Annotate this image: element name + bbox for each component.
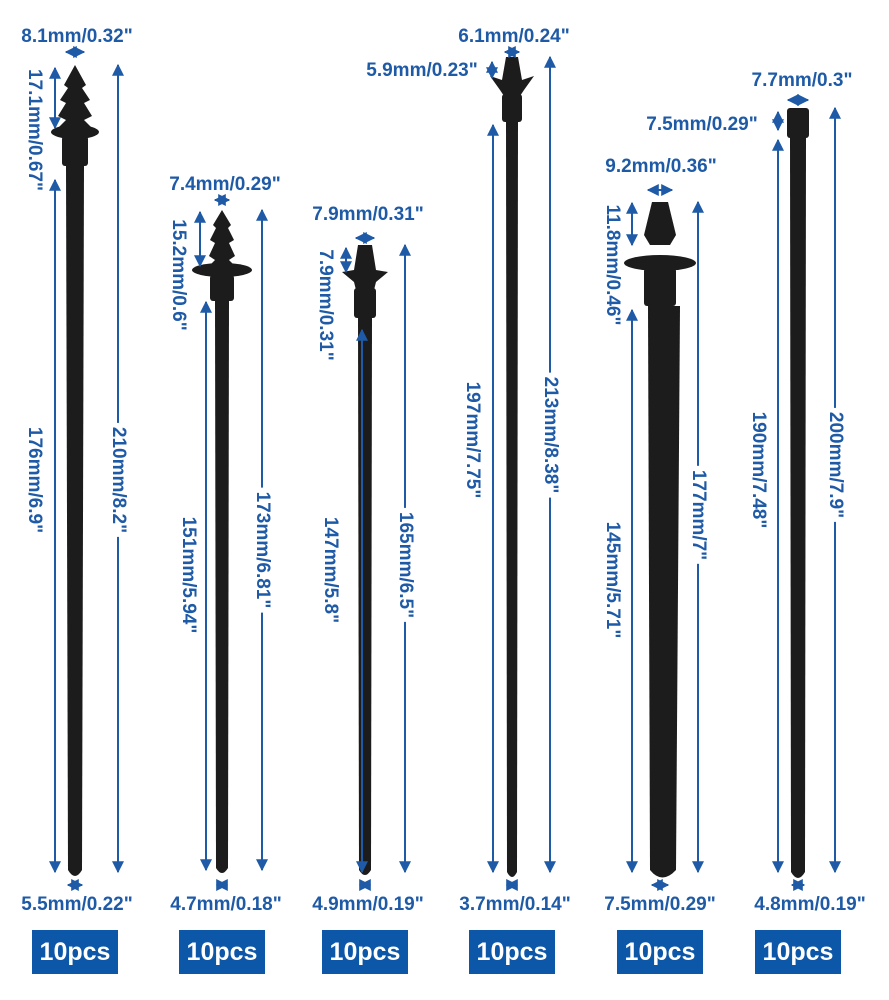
head-width-label: 6.1mm/0.24"	[458, 26, 570, 47]
head-height-label: 11.8mm/0.46"	[601, 200, 623, 330]
strap-length-label: 176mm/6.9"	[23, 422, 45, 538]
head-height-label: 15.2mm/0.6"	[167, 215, 189, 335]
strap-length-label: 190mm/7.48"	[747, 407, 769, 533]
cable-tie-2	[192, 210, 252, 873]
tail-width-label: 4.8mm/0.19"	[754, 894, 866, 915]
head-width-label: 8.1mm/0.32"	[21, 26, 133, 47]
tail-width-label: 3.7mm/0.14"	[459, 894, 571, 915]
strap-length-label: 145mm/5.71"	[601, 517, 623, 643]
tail-width-label: 4.9mm/0.19"	[312, 894, 424, 915]
quantity-badge: 10pcs	[755, 930, 841, 974]
cable-tie-5	[624, 202, 696, 878]
strap-length-label: 151mm/5.94"	[177, 512, 199, 638]
quantity-badge: 10pcs	[469, 930, 555, 974]
head-width-label: 7.9mm/0.31"	[312, 204, 424, 225]
strap-length-label: 197mm/7.75"	[461, 377, 483, 503]
total-length-label: 213mm/8.38"	[539, 372, 561, 498]
head-width-label: 7.4mm/0.29"	[169, 174, 281, 195]
total-length-label: 210mm/8.2"	[107, 422, 129, 538]
tail-width-label: 7.5mm/0.29"	[604, 894, 716, 915]
head-height-label: 17.1mm/0.67"	[23, 64, 45, 196]
quantity-badge: 10pcs	[32, 930, 118, 974]
head-width-label: 9.2mm/0.36"	[605, 156, 717, 177]
quantity-badge: 10pcs	[617, 930, 703, 974]
cable-tie-3	[342, 245, 388, 875]
cable-tie-6	[787, 108, 809, 878]
head-height-label: 7.5mm/0.29"	[646, 114, 758, 135]
total-length-label: 177mm/7"	[687, 465, 709, 565]
total-length-label: 165mm/6.5"	[394, 507, 416, 623]
quantity-badge: 10pcs	[179, 930, 265, 974]
quantity-badge: 10pcs	[322, 930, 408, 974]
cable-tie-4	[490, 57, 534, 877]
total-length-label: 173mm/6.81"	[251, 487, 273, 613]
head-height-label: 7.9mm/0.31"	[314, 245, 336, 365]
head-height-label: 5.9mm/0.23"	[366, 60, 478, 81]
head-width-label: 7.7mm/0.3"	[751, 70, 853, 91]
total-length-label: 200mm/7.9"	[824, 407, 846, 523]
strap-length-label: 147mm/5.8"	[319, 512, 341, 628]
cable-tie-1	[51, 65, 99, 876]
tail-width-label: 5.5mm/0.22"	[21, 894, 133, 915]
tail-width-label: 4.7mm/0.18"	[170, 894, 282, 915]
